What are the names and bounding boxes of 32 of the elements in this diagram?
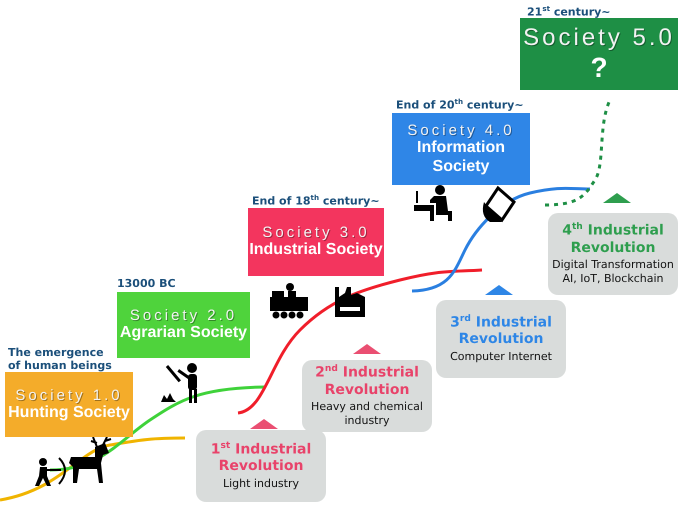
revolution-card xyxy=(436,300,566,378)
revolution-description: Heavy and chemical industry xyxy=(310,400,424,428)
era-label: End of 18$^{th}$ century~ xyxy=(252,194,381,208)
society-label: Industrial Society xyxy=(249,241,383,260)
revolution-title: 2$^{nd}$ Industrial Revolution xyxy=(314,364,420,398)
society-name: Society 3.0 xyxy=(262,224,370,242)
era-label: End of 20$^{th}$ century~ xyxy=(396,98,525,112)
society-box xyxy=(117,292,250,358)
society-name: Society 4.0 xyxy=(407,122,515,140)
era-label: 13000 BC xyxy=(117,277,177,290)
revolution-card xyxy=(302,360,432,432)
revolution-title: 1$^{st}$ Industrial Revolution xyxy=(210,441,312,476)
society-box xyxy=(5,372,133,437)
revolution-title: 4$^{th}$ Industrial Revolution xyxy=(561,222,665,256)
revolution-description: Light industry xyxy=(222,477,299,491)
revolution-card xyxy=(196,430,326,502)
revolution-description: Computer Internet xyxy=(450,350,552,364)
society-label: Hunting Society xyxy=(8,404,130,422)
revolution-description: Digital Transformation AI, IoT, Blockchain xyxy=(551,258,675,286)
society-name: Society 2.0 xyxy=(130,307,238,324)
revolution-card xyxy=(548,213,678,295)
society-box xyxy=(392,113,530,185)
revolution-title: 3$^{rd}$ Industrial Revolution xyxy=(449,314,553,348)
society-name: Society 1.0 xyxy=(15,386,123,404)
society-box xyxy=(248,208,384,276)
society-box xyxy=(520,18,678,90)
era-label: The emergence of human beings xyxy=(8,346,113,372)
society-name: Society 5.0 xyxy=(523,24,675,52)
society-label: Information Society xyxy=(416,139,506,176)
era-label: 21$^{st}$ century~ xyxy=(527,5,612,19)
society-label: Agrarian Society xyxy=(120,324,248,343)
society-label: ? xyxy=(590,52,608,84)
